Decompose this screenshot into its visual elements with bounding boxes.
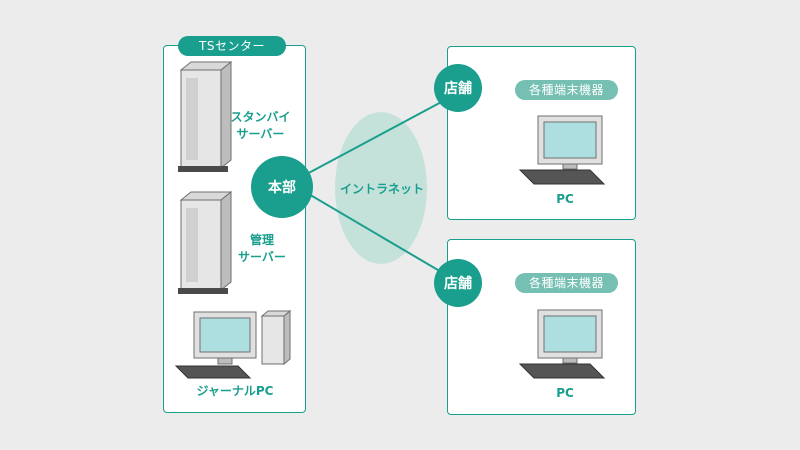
standby-server-label-line2: サーバー: [236, 127, 285, 141]
store-2-pc-label: PC: [556, 386, 574, 400]
store-1-pc-label: PC: [556, 192, 574, 206]
hq-node: 本部: [251, 156, 313, 218]
ts-center-title: TSセンター: [178, 36, 286, 56]
store-1-node: 店舗: [434, 64, 482, 112]
intranet-cloud: [335, 112, 427, 264]
link-hq-store-1: [289, 91, 461, 184]
mgmt-server-label-line2: サーバー: [238, 250, 286, 264]
link-hq-store-2: [289, 182, 461, 284]
store-2-devices-label: 各種端末機器: [515, 273, 618, 293]
mgmt-server-label-line1: 管理: [249, 233, 274, 247]
store-1-devices-label: 各種端末機器: [515, 80, 618, 100]
store-2-node: 店舗: [434, 259, 482, 307]
journal-pc-label: ジャーナルPC: [196, 384, 274, 398]
standby-server-label: スタンバイ サーバー: [228, 109, 293, 143]
mgmt-server-label: 管理 サーバー: [232, 232, 292, 266]
standby-server-label-line1: スタンバイ: [230, 110, 291, 124]
intranet-label: イントラネット: [340, 182, 425, 196]
